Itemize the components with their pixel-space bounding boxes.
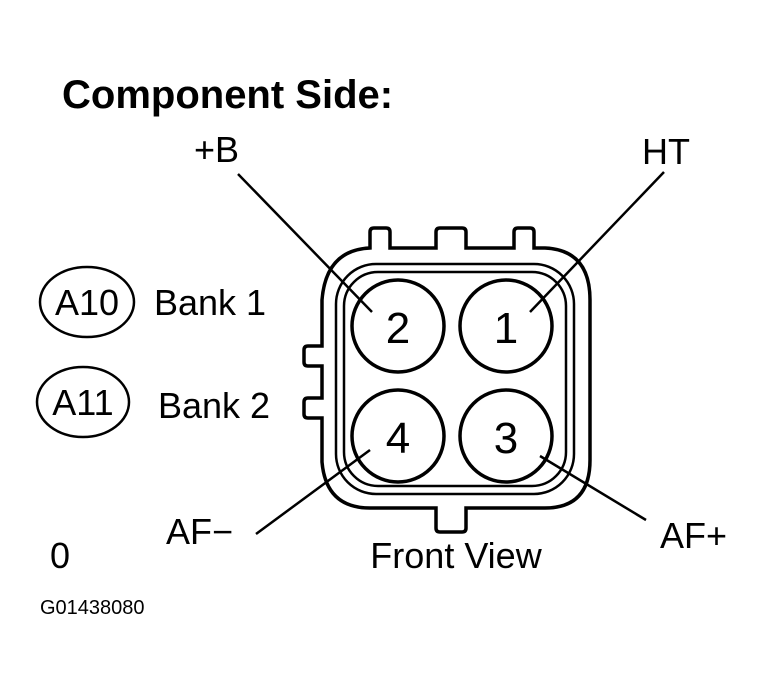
legend-bank-1: Bank 1: [154, 282, 266, 323]
corner-mark: 0: [50, 535, 70, 576]
leader-line-pin-1: [529, 171, 665, 313]
leader-line-pin-2: [237, 173, 373, 313]
pin-2-label: +B: [194, 129, 239, 170]
pin-3-number: 3: [494, 414, 518, 463]
legend-code-oval-a10: [38, 265, 136, 339]
connector-housing-inner-2: [342, 270, 568, 488]
diagram-title: Component Side:: [62, 73, 393, 117]
front-view-label: Front View: [370, 535, 542, 576]
legend-code-a11: A11: [52, 382, 113, 423]
connector-housing-inner: [334, 262, 576, 496]
pin-4-cavity: [350, 388, 446, 484]
legend-code-a10: A10: [55, 282, 119, 323]
pin-2-cavity: [350, 278, 446, 374]
pin-1-number: 1: [494, 304, 518, 353]
legend-code-oval-a11: [35, 365, 131, 439]
leader-line-pin-3: [539, 454, 647, 522]
legend-bank-2: Bank 2: [158, 385, 270, 426]
pin-2-number: 2: [386, 304, 410, 353]
figure-id: G01438080: [40, 597, 145, 619]
connector-housing-outer: [302, 226, 592, 534]
pin-1-cavity: [458, 278, 554, 374]
pin-4-number: 4: [386, 414, 410, 463]
pin-4-label: AF−: [166, 511, 233, 552]
pin-3-cavity: [458, 388, 554, 484]
leader-line-pin-4: [255, 448, 371, 536]
pin-1-label: HT: [642, 131, 690, 172]
pin-3-label: AF+: [660, 515, 727, 556]
